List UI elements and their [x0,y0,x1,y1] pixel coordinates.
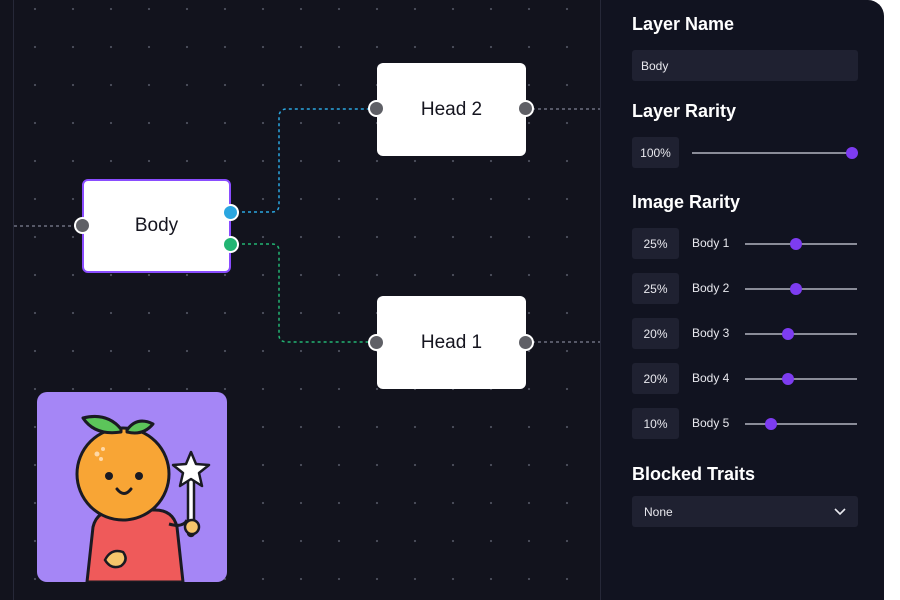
image-rarity-slider-thumb[interactable] [781,373,794,385]
port-head-2-input[interactable] [368,100,385,117]
connection-wires [14,108,600,343]
image-rarity-label: Body 4 [692,371,730,385]
node-head-1[interactable]: Head 1 [377,296,526,389]
image-rarity-slider-thumb[interactable] [781,328,794,340]
node-canvas[interactable]: Body Head 2 Head 1 [0,0,600,600]
blocked-traits-select[interactable]: None [632,496,858,527]
panel-divider [600,0,601,600]
image-rarity-label: Body 1 [692,236,730,250]
image-rarity-percent[interactable]: 25% [632,273,679,304]
wire-body-to-head-2 [230,108,377,213]
port-head-2-output[interactable] [517,100,534,117]
port-body-output-green[interactable] [222,236,239,253]
image-rarity-percent[interactable]: 10% [632,408,679,439]
orange-mascot-icon [75,414,211,582]
port-body-input[interactable] [74,217,91,234]
blocked-traits-title: Blocked Traits [632,464,756,484]
port-head-1-output[interactable] [517,334,534,351]
image-rarity-slider-thumb[interactable] [765,418,778,430]
layer-rarity-percent[interactable]: 100% [632,137,679,168]
image-rarity-slider-track[interactable] [745,423,857,425]
node-body-label: Body [134,215,179,236]
node-head-2-label: Head 2 [420,98,483,120]
image-rarity-percent[interactable]: 20% [632,318,679,349]
node-head-1-label: Head 1 [420,331,483,353]
mascot-card [37,392,227,582]
port-body-output-blue[interactable] [222,204,239,221]
image-rarity-percent[interactable]: 25% [632,228,679,259]
layer-name-input[interactable] [632,50,858,81]
port-head-1-input[interactable] [368,334,385,351]
layer-rarity-title: Layer Rarity [632,101,737,121]
node-head-2[interactable]: Head 2 [377,63,526,156]
node-body[interactable]: Body [82,179,231,273]
image-rarity-label: Body 5 [692,416,730,430]
image-rarity-slider-track[interactable] [745,333,857,335]
layer-rarity-slider-track[interactable] [692,152,852,154]
image-rarity-slider-track[interactable] [745,378,857,380]
layer-name-title: Layer Name [632,14,735,34]
image-rarity-slider-thumb[interactable] [789,238,802,250]
image-rarity-slider-thumb[interactable] [789,283,802,295]
image-rarity-label: Body 2 [692,281,730,295]
canvas-left-edge [13,0,14,600]
blocked-traits-selected: None [644,504,673,519]
image-rarity-label: Body 3 [692,326,730,340]
wire-body-to-head-1 [230,243,377,343]
image-rarity-percent[interactable]: 20% [632,363,679,394]
layer-rarity-slider-thumb[interactable] [846,147,858,159]
chevron-down-icon [834,507,846,515]
image-rarity-title: Image Rarity [632,192,741,212]
